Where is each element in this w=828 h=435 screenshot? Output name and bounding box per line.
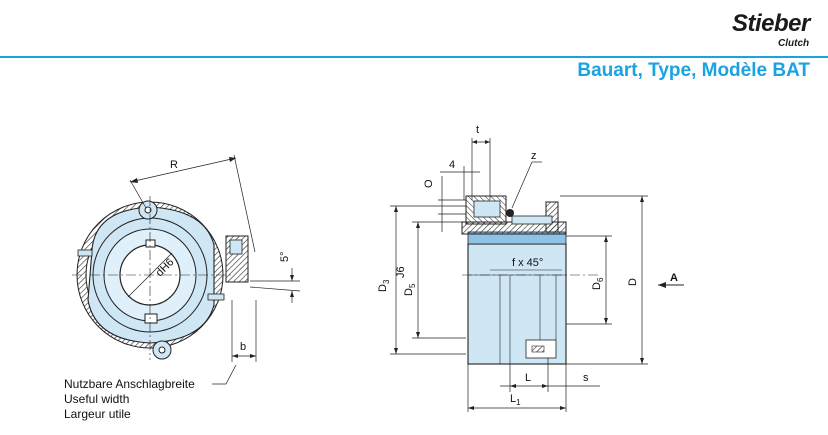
page-title: Bauart, Type, Modèle BAT bbox=[577, 60, 810, 81]
front-view: R dH6 5° b bbox=[72, 154, 301, 385]
stieber-logo: Stieber Clutch bbox=[722, 10, 822, 54]
brand-name: Stieber bbox=[732, 10, 810, 37]
label-fx45: f x 45° bbox=[512, 257, 543, 269]
caption-de: Nutzbare Anschlagbreite bbox=[64, 377, 195, 391]
keyway-top bbox=[145, 239, 156, 248]
caption-fr: Largeur utile bbox=[64, 407, 131, 421]
label-z: z bbox=[531, 150, 537, 162]
caption-en: Useful width bbox=[64, 392, 130, 406]
label-b: b bbox=[240, 341, 246, 353]
section-view: t 4 O z f x 45° D3 D5 J6 bbox=[377, 124, 684, 412]
keyway-bottom bbox=[144, 313, 158, 324]
roller-z bbox=[506, 209, 514, 217]
label-O: O bbox=[423, 179, 435, 188]
label-4: 4 bbox=[449, 159, 455, 171]
label-t: t bbox=[476, 124, 479, 136]
label-A: A bbox=[670, 272, 678, 284]
header-rule bbox=[0, 56, 828, 58]
label-J6: J6 bbox=[395, 266, 407, 278]
label-L: L bbox=[525, 372, 531, 384]
label-D3: D3 bbox=[377, 279, 391, 292]
label-5deg: 5° bbox=[279, 251, 291, 262]
useful-width-caption: Nutzbare Anschlagbreite Useful width Lar… bbox=[64, 377, 195, 422]
label-L1: L1 bbox=[510, 393, 521, 407]
label-s: s bbox=[583, 372, 589, 384]
label-D5: D5 bbox=[403, 283, 417, 296]
brand-tagline: Clutch bbox=[778, 38, 810, 49]
label-D6: D6 bbox=[591, 277, 605, 290]
label-D: D bbox=[627, 278, 639, 286]
label-R: R bbox=[170, 159, 178, 171]
